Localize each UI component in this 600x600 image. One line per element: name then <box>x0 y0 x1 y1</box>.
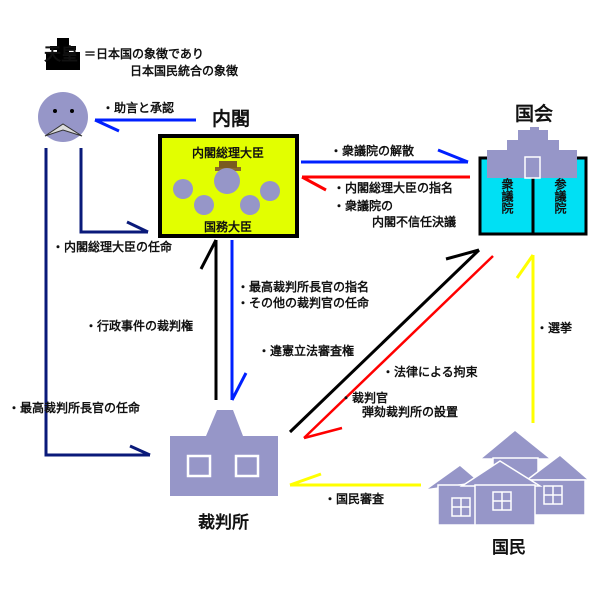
advice-arrow <box>94 118 196 133</box>
advice-label: ・助言と承認 <box>102 100 174 115</box>
emperor-eye <box>70 109 74 113</box>
legislative-binding-arrow <box>303 255 494 440</box>
ministers-label: 国務大臣 <box>204 219 252 234</box>
emperor-desc-line1: ＝日本国の象徴であり <box>84 46 204 61</box>
dissolution-label: ・衆議院の解散 <box>330 143 415 158</box>
emperor-desc-line2: 日本国民統合の象徴 <box>130 63 239 78</box>
no-confidence-label-2: 内閣不信任決議 <box>372 214 456 229</box>
emperor-face <box>38 92 88 142</box>
election-arrow <box>515 254 535 423</box>
house-of-representatives: 衆議院 <box>500 177 514 215</box>
appoint-pm-label: ・内閣総理大臣の任命 <box>52 239 173 254</box>
emperor-hat-base <box>46 52 80 70</box>
house-of-councillors: 参議院 <box>553 177 567 215</box>
minister-face <box>173 179 193 199</box>
bound-by-law-label: ・法律による拘束 <box>382 364 479 379</box>
nominate-pm-label: ・内閣総理大臣の指名 <box>333 180 453 195</box>
judicial-review-label: ・違憲立法審査権 <box>258 343 354 358</box>
court-window <box>186 454 212 478</box>
minister-face <box>260 181 280 201</box>
appoint-judges-label: ・その他の裁判官の任命 <box>237 295 370 310</box>
admin-jurisdiction-arrow <box>199 239 218 400</box>
prime-minister-label: 内閣総理大臣 <box>192 145 264 160</box>
court-title: 裁判所 <box>198 512 249 533</box>
appoint-chief-justice-label: ・最高裁判所長官の任命 <box>8 400 141 415</box>
appoint-chief-justice-arrow <box>44 148 151 457</box>
judge-appointment-arrow <box>230 240 248 401</box>
pm-hat-top <box>219 161 237 168</box>
no-confidence-label-1: ・衆議院の <box>333 198 393 213</box>
court-window <box>234 454 260 478</box>
cabinet-title: 内閣 <box>212 107 250 130</box>
nominate-pm-arrow <box>301 175 470 192</box>
emperor-eye <box>53 109 57 113</box>
pm-face <box>214 168 240 194</box>
diet-title: 国会 <box>515 102 553 125</box>
minister-face <box>240 195 260 215</box>
impeachment-label-1: ・裁判官 <box>340 390 388 405</box>
appoint-pm-arrow <box>79 148 149 234</box>
minister-face <box>194 195 214 215</box>
election-label: ・選挙 <box>536 320 573 335</box>
emperor-figure <box>38 38 88 142</box>
cabinet-box: 内閣総理大臣 国務大臣 <box>158 134 299 238</box>
emperor-hat-band <box>50 46 76 50</box>
emperor-title: 天皇 <box>44 44 78 65</box>
diet-door <box>524 156 541 179</box>
people-houses-icon <box>424 429 592 526</box>
dissolution-arrow <box>301 148 469 164</box>
national-review-label: ・国民審査 <box>324 491 385 506</box>
emperor-beard <box>44 123 83 137</box>
people-title: 国民 <box>492 538 526 558</box>
diet-building <box>478 127 588 236</box>
court-building <box>170 410 278 496</box>
impeachment-label-2: 弾劾裁判所の設置 <box>362 404 458 419</box>
judicial-review-arrow <box>288 248 481 434</box>
national-review-arrow <box>289 472 421 487</box>
admin-jurisdiction-label: ・行政事件の裁判権 <box>85 318 193 333</box>
nominate-chief-justice-label: ・最高裁判所長官の指名 <box>237 279 369 294</box>
